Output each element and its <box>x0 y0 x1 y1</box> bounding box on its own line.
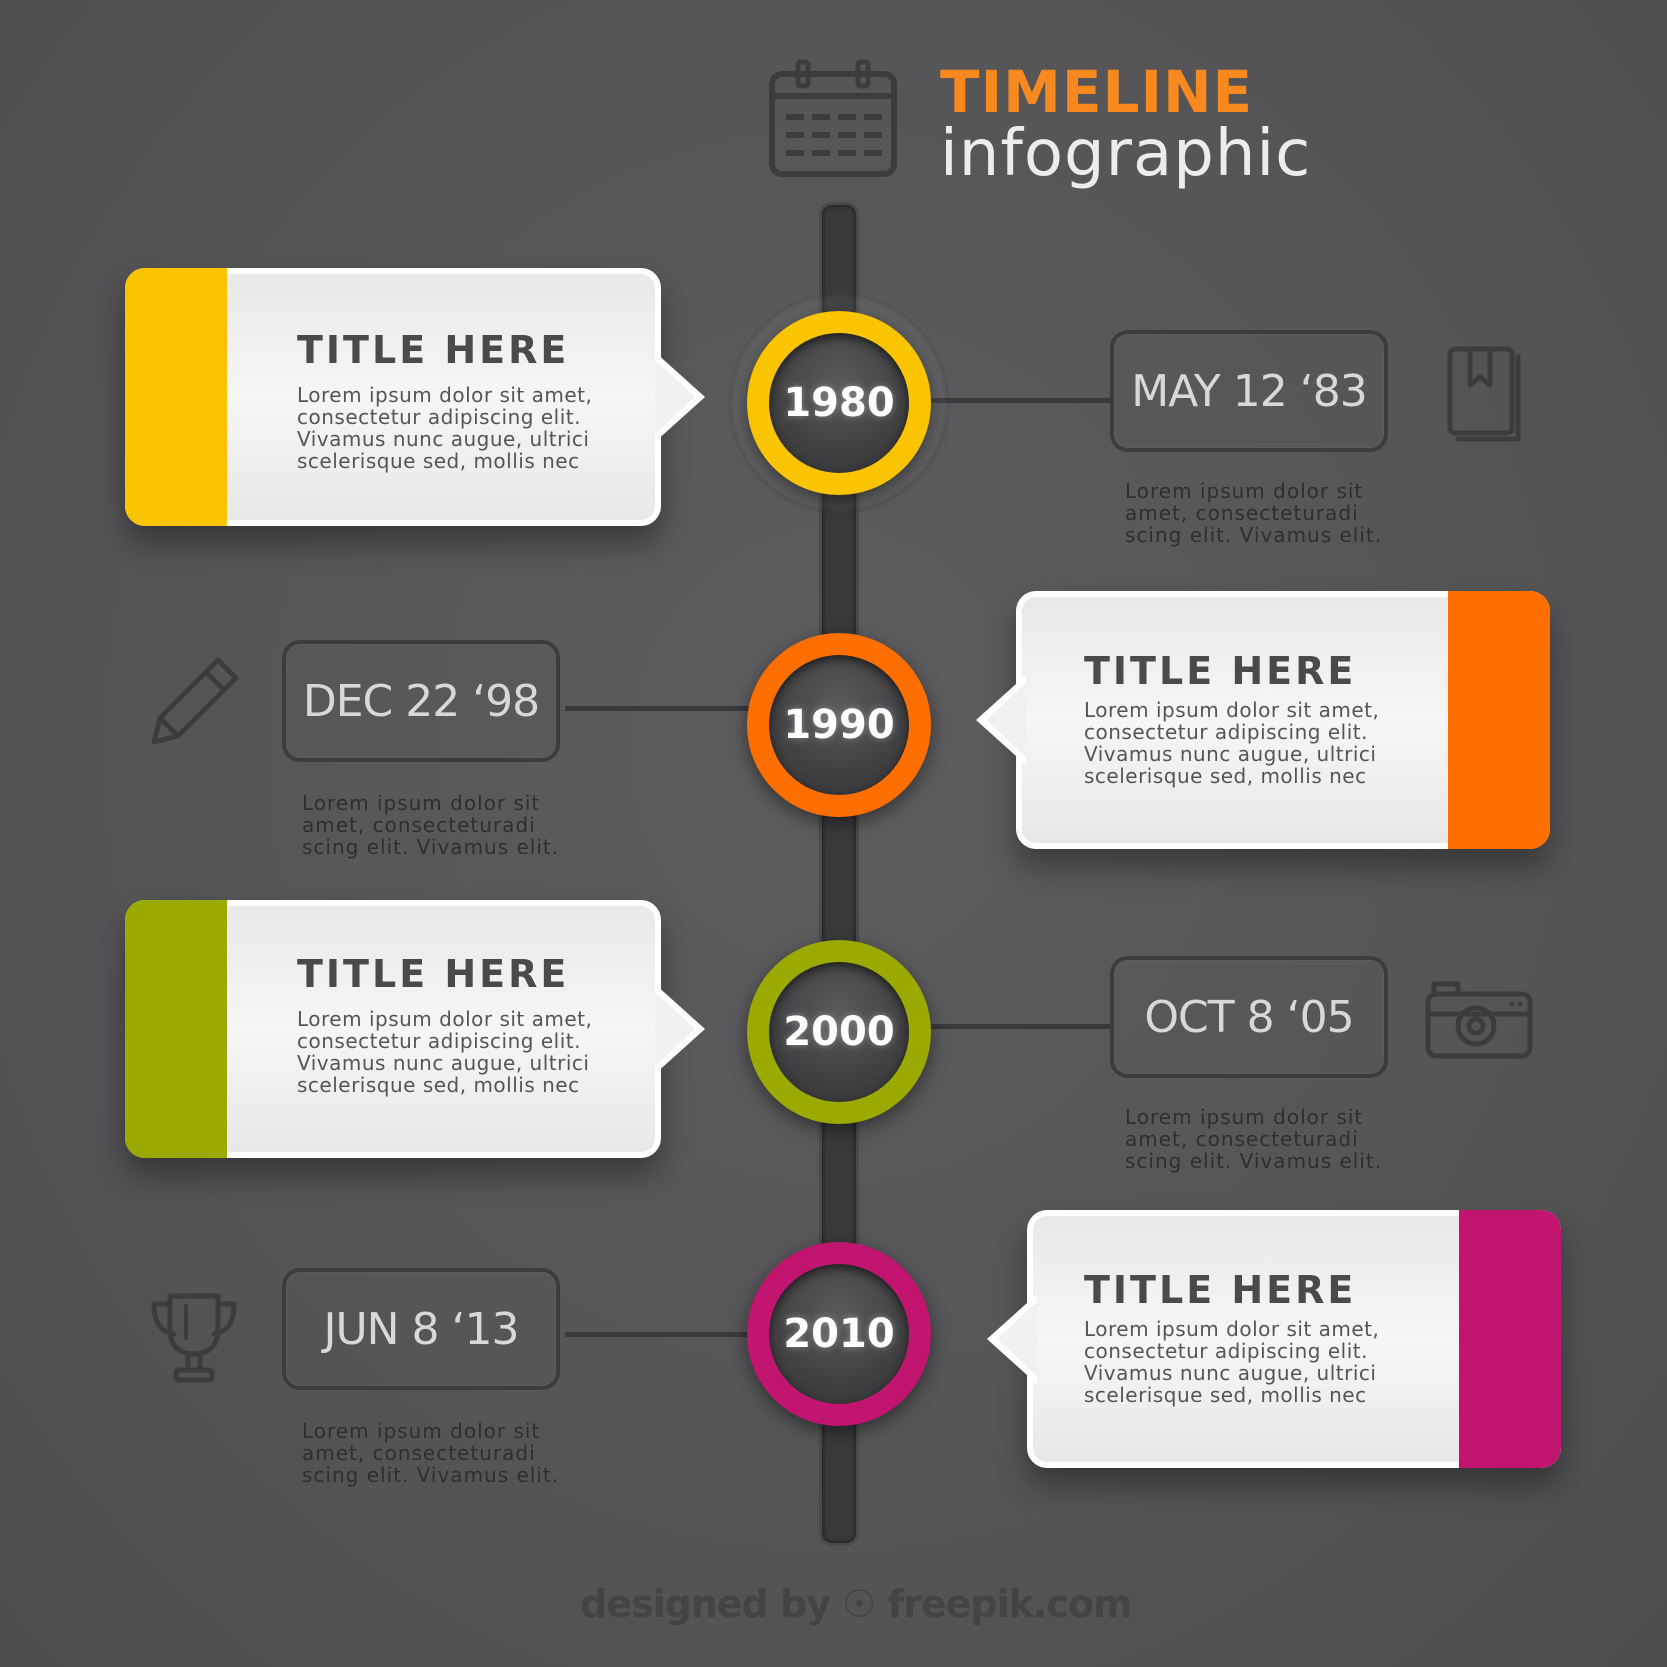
year-node-1980: 1980 <box>747 311 931 495</box>
camera-icon <box>1425 981 1533 1059</box>
page-subtitle: infographic <box>940 117 1312 191</box>
card-title: TITLE HERE <box>1084 649 1357 693</box>
card-text: Lorem ipsum dolor sit amet, consectetur … <box>1084 698 1380 788</box>
card-pointer <box>655 984 705 1074</box>
date-description: Lorem ipsum dolor sit amet, consectetura… <box>302 791 560 859</box>
date-label: DEC 22 ‘98 <box>302 675 540 727</box>
card-accent <box>1459 1210 1561 1468</box>
year-node-1990: 1990 <box>747 633 931 817</box>
date-box-1990: DEC 22 ‘98 <box>282 640 560 762</box>
card-pointer <box>987 1294 1037 1384</box>
date-box-2010: JUN 8 ‘13 <box>282 1268 560 1390</box>
milestone-card-1980: TITLE HERE Lorem ipsum dolor sit amet, c… <box>125 268 705 526</box>
year-label: 1980 <box>783 380 895 426</box>
year-label: 2000 <box>783 1009 895 1055</box>
date-label: JUN 8 ‘13 <box>323 1303 519 1355</box>
pencil-icon <box>151 657 239 745</box>
date-label: MAY 12 ‘83 <box>1131 365 1367 417</box>
year-label: 2010 <box>783 1311 895 1357</box>
card-accent <box>125 268 227 526</box>
year-label: 1990 <box>783 702 895 748</box>
connector-2010 <box>565 1332 755 1337</box>
milestone-card-2010: TITLE HERE Lorem ipsum dolor sit amet, c… <box>987 1210 1561 1468</box>
page-title: TIMELINE <box>940 58 1254 126</box>
milestone-card-2000: TITLE HERE Lorem ipsum dolor sit amet, c… <box>125 900 705 1158</box>
card-pointer <box>655 352 705 442</box>
date-description: Lorem ipsum dolor sit amet, consectetura… <box>1125 479 1383 547</box>
date-box-2000: OCT 8 ‘05 <box>1110 956 1388 1078</box>
card-accent <box>125 900 227 1158</box>
year-node-2010: 2010 <box>747 1242 931 1426</box>
credit-text: designed by ☉ freepik.com <box>580 1582 1133 1626</box>
date-label: OCT 8 ‘05 <box>1144 991 1354 1043</box>
card-text: Lorem ipsum dolor sit amet, consectetur … <box>297 383 593 473</box>
date-description: Lorem ipsum dolor sit amet, consectetura… <box>1125 1105 1383 1173</box>
card-title: TITLE HERE <box>297 328 570 372</box>
connector-1980 <box>930 398 1110 403</box>
date-box-1980: MAY 12 ‘83 <box>1110 330 1388 452</box>
card-pointer <box>976 675 1026 765</box>
card-text: Lorem ipsum dolor sit amet, consectetur … <box>297 1007 593 1097</box>
card-text: Lorem ipsum dolor sit amet, consectetur … <box>1084 1317 1380 1407</box>
card-title: TITLE HERE <box>1084 1268 1357 1312</box>
book-icon <box>1447 346 1521 442</box>
date-description: Lorem ipsum dolor sit amet, consectetura… <box>302 1419 560 1487</box>
milestone-card-1990: TITLE HERE Lorem ipsum dolor sit amet, c… <box>976 591 1550 849</box>
trophy-icon <box>151 1293 237 1383</box>
connector-1990 <box>565 706 755 711</box>
card-accent <box>1448 591 1550 849</box>
calendar-icon <box>769 59 897 177</box>
year-node-2000: 2000 <box>747 940 931 1124</box>
connector-2000 <box>930 1024 1110 1029</box>
card-title: TITLE HERE <box>297 952 570 996</box>
